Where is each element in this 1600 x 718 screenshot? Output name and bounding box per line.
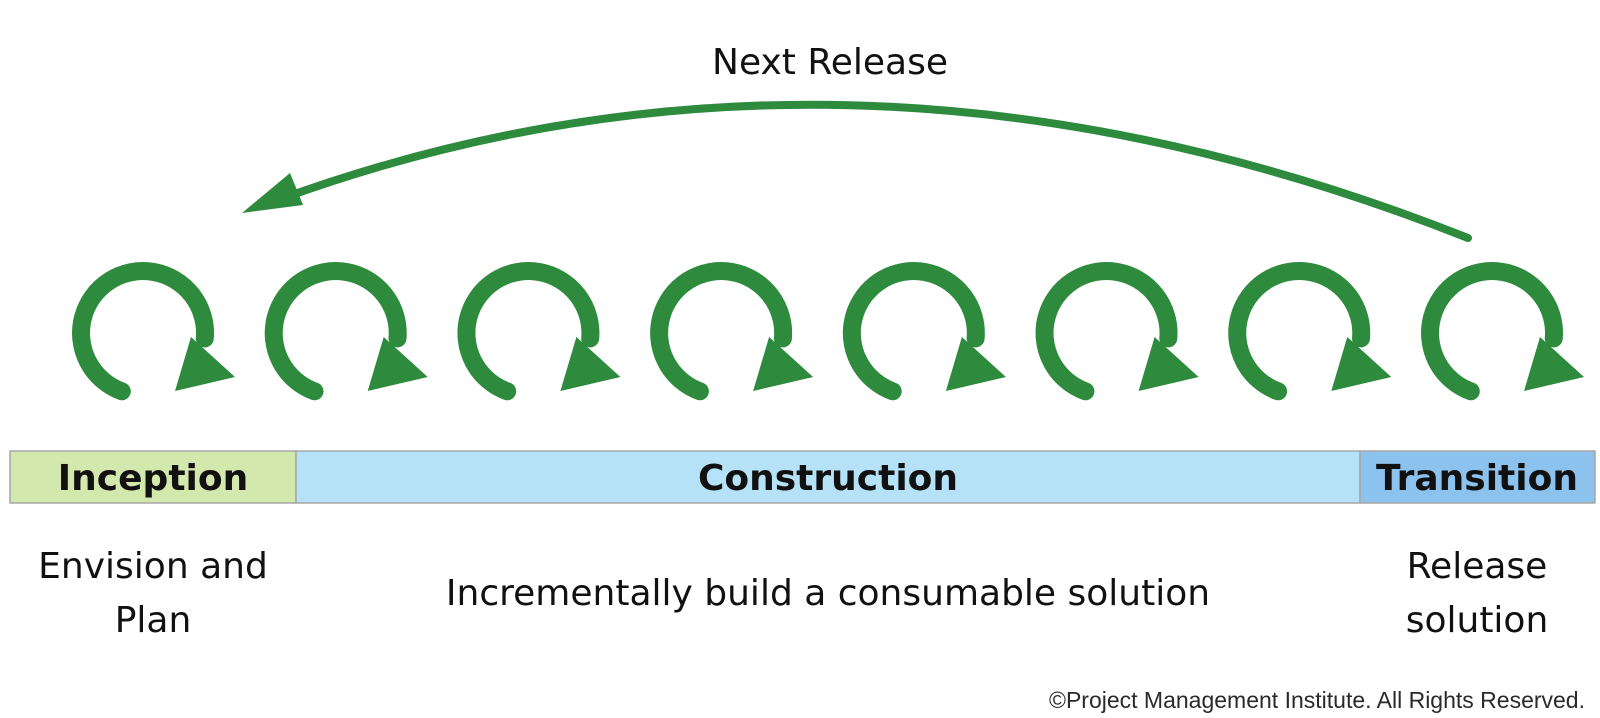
inception-description-line-2: Plan bbox=[115, 600, 192, 641]
iteration-loop-arc bbox=[842, 262, 985, 401]
iteration-loop-7 bbox=[1228, 262, 1392, 401]
iteration-loop-arrowhead bbox=[753, 337, 814, 391]
transition-description-line-2: solution bbox=[1406, 600, 1549, 641]
phase-transition-bar bbox=[1359, 450, 1596, 504]
iteration-loop-6 bbox=[1035, 262, 1199, 401]
construction-description: Incrementally build a consumable solutio… bbox=[446, 573, 1210, 614]
next-release-label: Next Release bbox=[712, 42, 948, 83]
next-release-arc bbox=[274, 100, 1472, 242]
transition-description-line-1: Release bbox=[1407, 546, 1548, 587]
iteration-loop-3 bbox=[457, 262, 621, 401]
iteration-loop-arc bbox=[72, 262, 215, 401]
iteration-loop-arrowhead bbox=[367, 337, 428, 391]
iteration-loop-arc bbox=[1228, 262, 1371, 401]
iteration-loop-arc bbox=[264, 262, 407, 401]
iteration-loop-1 bbox=[72, 262, 235, 401]
iteration-loop-arc bbox=[1421, 262, 1564, 401]
iteration-loop-arrowhead bbox=[1331, 337, 1392, 391]
iteration-loop-2 bbox=[264, 262, 428, 401]
phase-transition-label: Transition bbox=[1376, 458, 1578, 499]
iteration-loop-5 bbox=[842, 262, 1006, 401]
phase-inception-label: Inception bbox=[58, 458, 248, 499]
iteration-loop-arc bbox=[650, 262, 793, 401]
iteration-loop-arc bbox=[457, 262, 600, 401]
iteration-loops bbox=[72, 262, 1584, 401]
phase-construction-bar bbox=[295, 450, 1361, 504]
next-release-arrow bbox=[242, 100, 1472, 242]
iteration-loop-arrowhead bbox=[560, 337, 621, 391]
phase-bar: Inception Construction Transition bbox=[9, 450, 1596, 504]
iteration-loop-arc bbox=[1035, 262, 1178, 401]
iteration-loop-4 bbox=[650, 262, 814, 401]
iteration-loop-arrowhead bbox=[945, 337, 1006, 391]
iteration-loop-arrowhead bbox=[1524, 337, 1584, 391]
phase-construction-label: Construction bbox=[698, 458, 958, 499]
phase-inception-bar bbox=[9, 450, 297, 504]
iteration-loop-arrowhead bbox=[175, 337, 235, 391]
inception-description-line-1: Envision and bbox=[38, 546, 268, 587]
next-release-arrowhead bbox=[242, 173, 303, 213]
iteration-loop-8 bbox=[1421, 262, 1584, 401]
iteration-loop-arrowhead bbox=[1138, 337, 1199, 391]
copyright-notice: ©Project Management Institute. All Right… bbox=[1049, 687, 1585, 713]
